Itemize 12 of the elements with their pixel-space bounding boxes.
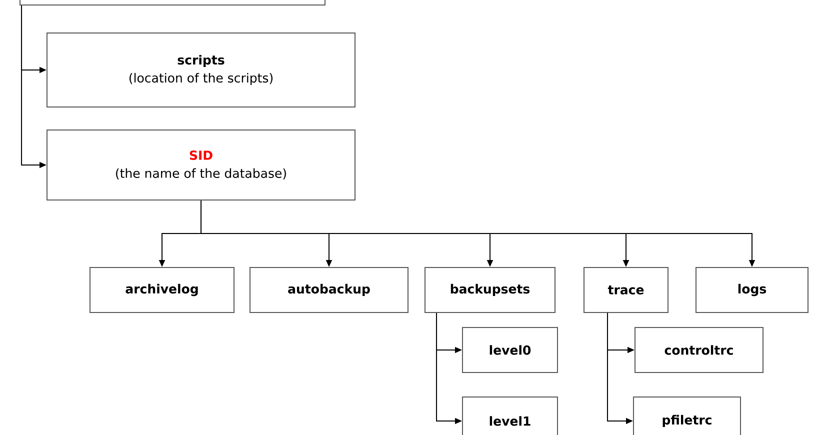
folder-box: pfiletrc	[633, 396, 741, 435]
folder-box: autobackup	[250, 267, 408, 313]
folder-box: scripts (location of the scripts)	[46, 32, 356, 108]
folder-box: level1	[462, 396, 558, 435]
folder-box: backupsets	[424, 267, 556, 313]
folder-box: level0	[462, 327, 558, 373]
folder-box: controltrc	[634, 327, 764, 373]
folder-box: SID (the name of the database)	[46, 130, 356, 200]
folder-box	[20, 0, 326, 6]
folder-box: logs	[696, 267, 808, 313]
folder-box: trace	[584, 267, 668, 313]
folder-box: archivelog	[90, 267, 234, 313]
